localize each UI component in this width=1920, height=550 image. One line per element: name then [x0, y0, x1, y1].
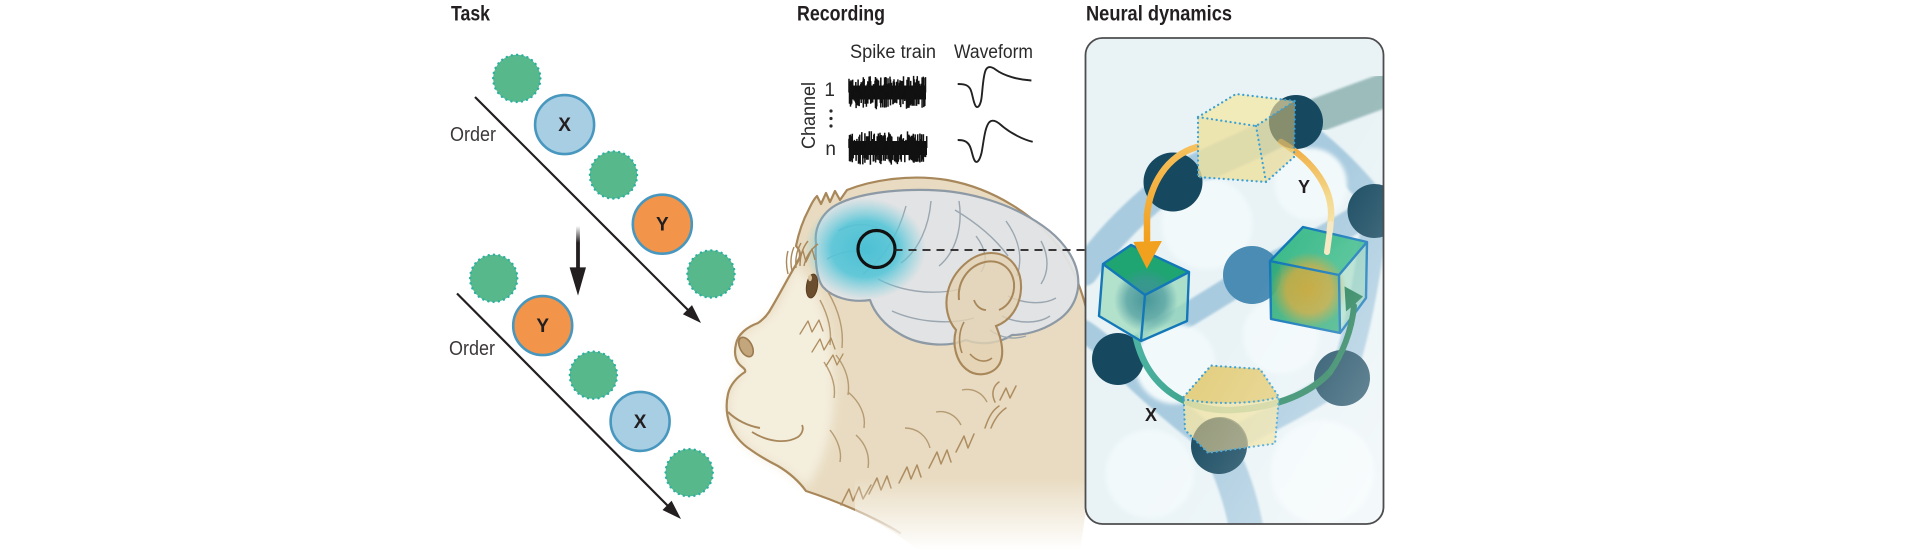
svg-text:Channel: Channel	[799, 82, 820, 149]
svg-text:n: n	[825, 139, 836, 160]
svg-text:Order: Order	[449, 338, 495, 360]
svg-text:Y: Y	[656, 215, 669, 236]
svg-text:Neural dynamics: Neural dynamics	[1086, 3, 1232, 26]
svg-text:Waveform: Waveform	[954, 42, 1033, 63]
svg-text:Y: Y	[536, 316, 549, 337]
svg-text:Order: Order	[450, 124, 496, 146]
svg-text:Spike train: Spike train	[850, 42, 936, 63]
svg-text:Recording: Recording	[797, 3, 885, 26]
svg-text:Task: Task	[451, 3, 490, 26]
svg-text:X: X	[634, 412, 647, 433]
svg-text:X: X	[558, 115, 571, 136]
svg-text:1: 1	[824, 80, 835, 101]
